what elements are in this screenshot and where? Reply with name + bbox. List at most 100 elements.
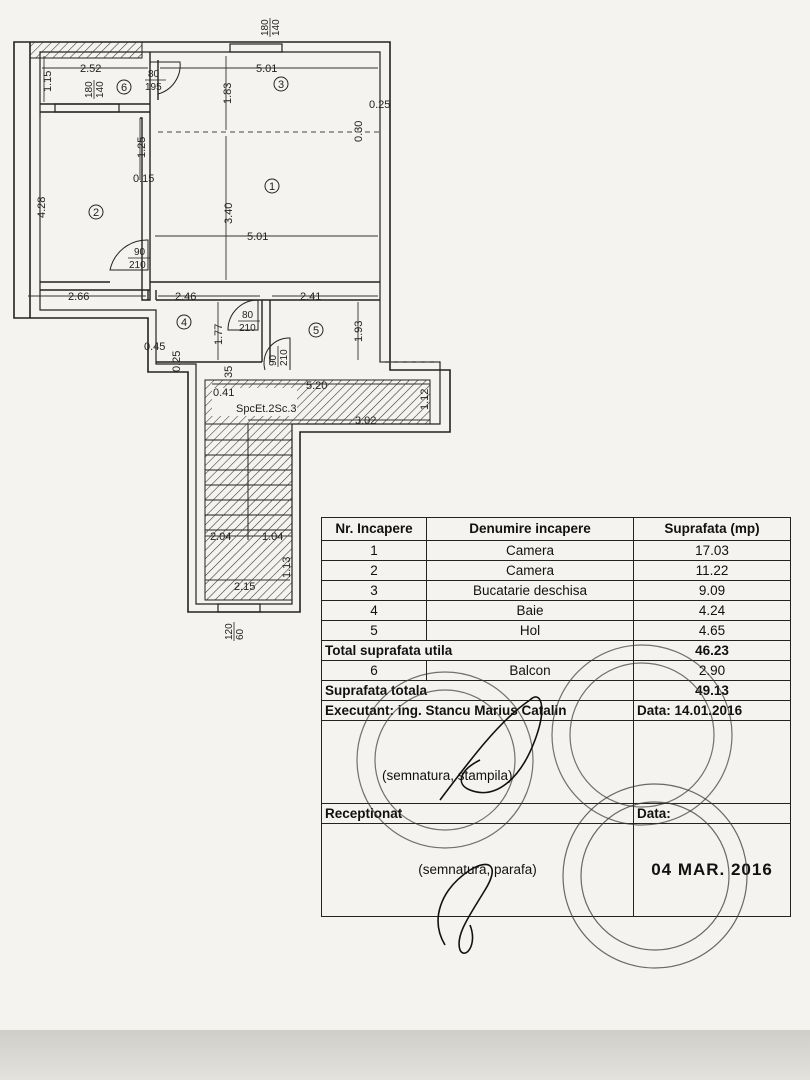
svg-text:210: 210: [129, 260, 146, 271]
table-row: 1 Camera 17.03: [321, 540, 791, 561]
svg-text:195: 195: [145, 82, 162, 93]
total-label: Suprafata totala: [321, 680, 634, 701]
svg-text:180: 180: [260, 19, 271, 36]
received-date-cell: 04 MAR. 2016: [633, 823, 791, 917]
total-row: Suprafata totala 49.13: [321, 680, 791, 701]
received-date-label: Data:: [633, 803, 791, 824]
dim-35: 35: [223, 366, 235, 378]
row-name: Hol: [426, 620, 634, 641]
total-util-label: Total suprafata utila: [321, 640, 634, 661]
svg-text:1: 1: [269, 181, 275, 193]
dim-2-04: 2.04: [210, 531, 231, 543]
header-nr: Nr. Incapere: [321, 517, 427, 541]
dim-0-41: 0.41: [213, 387, 234, 399]
dim-4-28: 4.28: [36, 197, 48, 218]
svg-text:4: 4: [181, 317, 187, 329]
door-label-4: 90 210: [268, 346, 290, 367]
balcony-name: Balcon: [426, 660, 634, 681]
row-nr: 1: [321, 540, 427, 561]
windows: [54, 43, 283, 613]
dim-0-45: 0.45: [144, 341, 165, 353]
dim-2-15: 2.15: [234, 581, 255, 593]
svg-text:120: 120: [224, 623, 235, 640]
executant: Executant: ing. Stancu Marius Catalin: [321, 700, 634, 721]
signature-note: (semnatura, stampila): [382, 768, 513, 783]
dim-1-15: 1.15: [42, 71, 54, 92]
row-name: Camera: [426, 560, 634, 581]
table-header-row: Nr. Incapere Denumire incapere Suprafata…: [321, 517, 791, 541]
door-label-2: 90 210: [128, 247, 150, 271]
dim-0-25-a: 0.25: [369, 99, 390, 111]
dim-2-66: 2.66: [68, 291, 89, 303]
svg-text:5: 5: [313, 325, 319, 337]
executant-signature-cell: (semnatura, stampila): [321, 720, 634, 804]
dim-3-40: 3.40: [223, 203, 235, 224]
svg-text:140: 140: [95, 81, 106, 98]
dim-1-83: 1.83: [222, 83, 234, 104]
row-area: 4.24: [633, 600, 791, 621]
window-label-top: 180 140: [260, 18, 282, 37]
dim-0-15: 0.15: [133, 173, 154, 185]
balcony-row: 6 Balcon 2.90: [321, 660, 791, 681]
dim-2-52: 2.52: [80, 63, 101, 75]
total-util-row: Total suprafata utila 46.23: [321, 640, 791, 661]
signature-note-2: (semnatura, parafa): [418, 862, 537, 877]
dim-1-93: 1.93: [353, 321, 365, 342]
signature-row: (semnatura, stampila): [321, 720, 791, 804]
received-signature-cell: (semnatura, parafa): [321, 823, 634, 917]
window-label-bottom: 120 60: [224, 622, 246, 641]
svg-text:140: 140: [271, 19, 282, 36]
dimension-lines: [28, 56, 430, 581]
row-area: 9.09: [633, 580, 791, 601]
header-area: Suprafata (mp): [633, 517, 791, 541]
balcony-nr: 6: [321, 660, 427, 681]
table-row: 3 Bucatarie deschisa 9.09: [321, 580, 791, 601]
door-swings: [109, 61, 291, 371]
svg-text:6: 6: [121, 82, 127, 94]
dim-1-12: 1.12: [419, 389, 431, 410]
svg-text:2: 2: [93, 207, 99, 219]
stair-area: [204, 379, 431, 601]
svg-text:90: 90: [268, 354, 279, 366]
room-marker-2: 2: [88, 204, 104, 220]
dim-2-41: 2.41: [300, 291, 321, 303]
total-value: 49.13: [633, 680, 791, 701]
row-area: 17.03: [633, 540, 791, 561]
area-table: Nr. Incapere Denumire incapere Suprafata…: [321, 517, 791, 917]
door-label-1: 80 195: [145, 69, 166, 93]
table-row: 4 Baie 4.24: [321, 600, 791, 621]
room-marker-1: 1: [264, 178, 280, 194]
executant-date: Data: 14.01.2016: [633, 700, 791, 721]
svg-text:180: 180: [84, 81, 95, 98]
row-name: Camera: [426, 540, 634, 561]
row-nr: 2: [321, 560, 427, 581]
dim-1-13: 1.13: [281, 557, 293, 578]
dim-5-01-top: 5.01: [256, 63, 277, 75]
room-marker-4: 4: [176, 314, 192, 330]
svg-text:90: 90: [134, 247, 146, 258]
door-label-3: 80 210: [238, 310, 260, 334]
svg-text:210: 210: [279, 349, 290, 366]
balcony-hatch: [29, 41, 143, 59]
received-date: 04 MAR. 2016: [651, 859, 773, 879]
room-marker-3: 3: [273, 76, 289, 92]
row-area: 4.65: [633, 620, 791, 641]
dim-2-46: 2.46: [175, 291, 196, 303]
row-name: Bucatarie deschisa: [426, 580, 634, 601]
header-name: Denumire incapere: [426, 517, 634, 541]
table-row: 5 Hol 4.65: [321, 620, 791, 641]
dim-3-02: 3.02: [355, 415, 376, 427]
table-row: 2 Camera 11.22: [321, 560, 791, 581]
svg-text:80: 80: [242, 310, 254, 321]
floor-plan: 2.52 5.01 1.15 1.83 0.25 0.30 1.25 0.15 …: [13, 18, 451, 641]
page-edge-shadow: [0, 1030, 810, 1080]
room-marker-6: 6: [116, 79, 132, 95]
dashed-lines: [158, 131, 440, 363]
row-nr: 5: [321, 620, 427, 641]
dim-1-04: 1.04: [262, 531, 283, 543]
svg-text:3: 3: [278, 79, 284, 91]
svg-text:210: 210: [239, 323, 256, 334]
stair-label: SpcEt.2Sc.3: [236, 403, 297, 415]
balcony-area: 2.90: [633, 660, 791, 681]
window-label-left: 180 140: [84, 80, 106, 99]
